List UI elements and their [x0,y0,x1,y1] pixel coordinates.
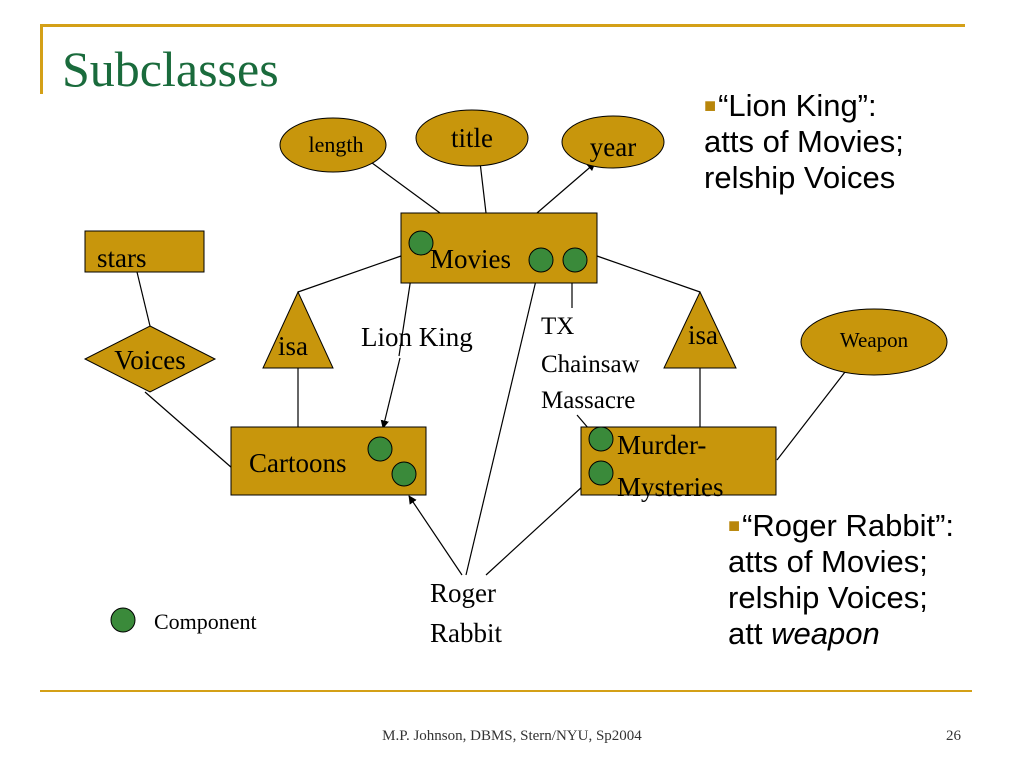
connector-lines [136,159,846,469]
bullet-icon: ■ [704,95,717,117]
entity-cartoons [230,426,427,496]
component-circle [588,426,614,452]
entity-movies-label: Movies [430,244,511,274]
footer-text: M.P. Johnson, DBMS, Stern/NYU, Sp2004 [382,728,642,744]
component-circle [562,247,588,273]
component-circle [367,436,393,462]
entity-murder-mysteries [580,426,777,496]
entity-movies [400,212,598,284]
attribute-length [279,117,387,173]
component-circle [391,461,417,487]
frame-top-line [40,24,965,27]
note-roger-rabbit: ■“Roger Rabbit”: atts of Movies; relship… [728,508,954,652]
isa-label-right: isa [688,320,718,350]
attribute-weapon [800,308,948,376]
object-roger-line-2: Rabbit [430,618,502,648]
slide-title: Subclasses [62,41,279,97]
legend-component-label: Component [154,609,257,634]
attribute-title [415,109,529,167]
entity-stars [84,230,205,273]
relationship-voices [83,325,217,393]
entity-murder-mysteries-label-2: Mysteries [617,472,723,502]
frame-left-line [40,26,43,94]
entity-cartoons-label: Cartoons [249,448,347,478]
bullet-icon: ■ [728,515,741,537]
attribute-year-label: year [590,132,636,162]
attribute-weapon-label: Weapon [840,328,909,352]
object-tx-line-2: Chainsaw [541,351,640,378]
object-lion-king: Lion King [361,322,473,352]
isa-triangle-right [663,290,737,369]
isa-label-left: isa [278,331,308,361]
component-circle [588,460,614,486]
entity-murder-mysteries-label-1: Murder- [617,430,706,460]
legend-component-circle [110,607,136,633]
attribute-length-label: length [309,132,364,157]
note-roger-line-4-emphasis: weapon [771,616,880,651]
note-roger-line-1: “Roger Rabbit”: [742,508,955,543]
component-circle [528,247,554,273]
note-roger-line-3: relship Voices; [728,580,928,615]
note-lion-king: ■“Lion King”: atts of Movies; relship Vo… [704,88,904,196]
relationship-voices-label: Voices [114,345,186,375]
attribute-year [561,115,665,169]
page-number: 26 [946,728,961,744]
note-lion-king-line-2: atts of Movies; [704,124,904,159]
attribute-title-label: title [451,123,493,153]
object-tx-line-1: TX [541,313,574,340]
note-lion-king-line-3: relship Voices [704,160,896,195]
object-roger-line-1: Roger [430,578,496,608]
footer-divider [40,690,972,692]
entity-stars-label: stars [97,243,147,273]
note-roger-line-4-prefix: att [728,616,772,651]
note-lion-king-line-1: “Lion King”: [718,88,877,123]
isa-triangle-left [262,290,334,369]
component-circle [408,230,434,256]
note-roger-line-2: atts of Movies; [728,544,928,579]
object-tx-line-3: Massacre [541,387,635,414]
